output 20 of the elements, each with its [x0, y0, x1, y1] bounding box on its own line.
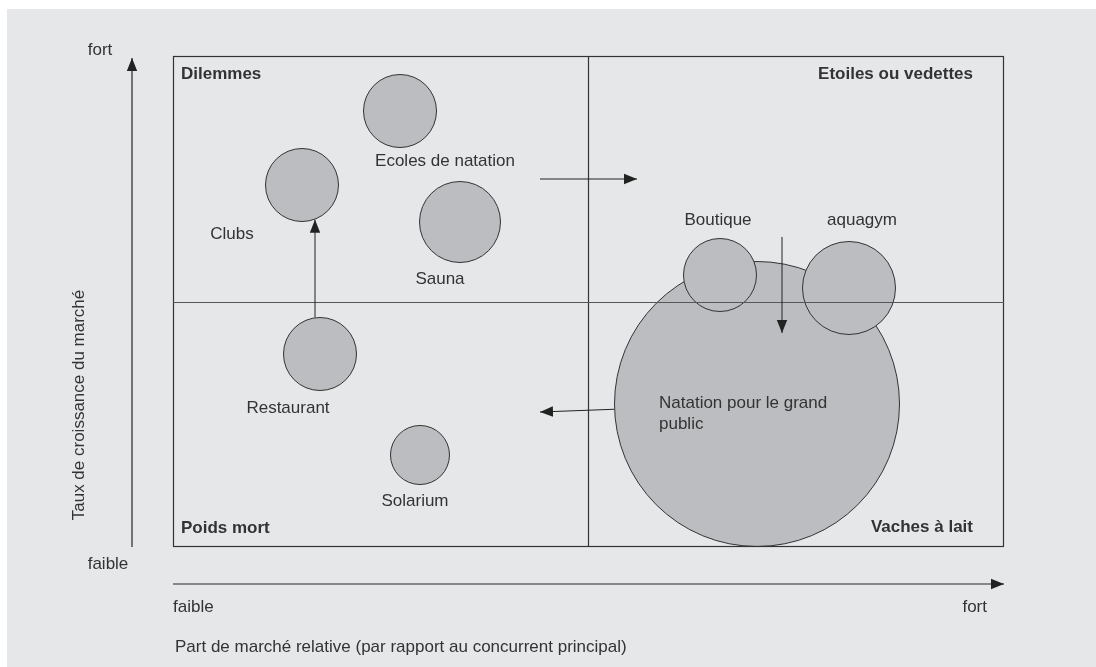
- axis-label: faible: [87, 553, 129, 575]
- arrow: [309, 219, 321, 318]
- axis-title: Taux de croissance du marché: [68, 289, 90, 521]
- quadrant-heading: Dilemmes: [181, 63, 262, 85]
- axis-label: fort: [962, 596, 987, 618]
- axis-label: faible: [173, 596, 214, 618]
- quadrant-heading: Vaches à lait: [870, 516, 973, 538]
- quadrant-heading: Poids mort: [181, 517, 270, 539]
- quadrant-heading: Etoiles ou vedettes: [818, 63, 973, 85]
- bubble-label: Sauna: [415, 268, 465, 290]
- bubble-label: Boutique: [684, 209, 752, 231]
- bubble-label: Clubs: [210, 223, 254, 245]
- bubble-label: Solarium: [381, 490, 449, 512]
- bubble-label: Natation pour le grand public: [659, 392, 829, 435]
- arrow: [539, 406, 615, 417]
- bubble-label: Restaurant: [246, 397, 330, 419]
- axis-title: Part de marché relative (par rapport au concurrent principal): [175, 636, 627, 658]
- bubble-label: aquagym: [827, 209, 897, 231]
- axis-label: fort: [87, 39, 113, 61]
- bubble-label: Ecoles de natation: [375, 150, 515, 172]
